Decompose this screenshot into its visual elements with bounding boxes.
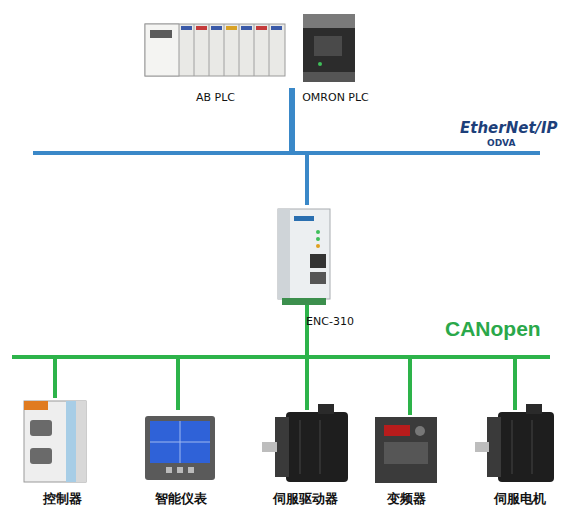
db9-port <box>30 420 52 436</box>
bus-connector <box>307 305 410 415</box>
motor-rib <box>532 420 533 474</box>
device-label: 变频器 <box>387 492 426 506</box>
motor-body <box>286 412 348 482</box>
device-box: 智能仪表 <box>143 410 215 483</box>
motor-connector <box>318 404 334 414</box>
module-divider <box>224 24 225 76</box>
device-box: AB PLC <box>140 15 291 90</box>
motor-shaft <box>475 442 489 452</box>
rj45-port <box>310 254 326 268</box>
gateway-drawing <box>278 209 330 305</box>
device-label: ENC-310 <box>306 315 354 329</box>
status-led <box>316 230 320 234</box>
motor-connector <box>526 404 542 414</box>
module-tag <box>211 26 222 30</box>
controller-header <box>24 401 48 410</box>
brand-plate <box>294 216 314 221</box>
inverter-drawing <box>375 417 437 483</box>
meter-button <box>188 467 194 473</box>
module-tag <box>241 26 252 30</box>
inverter-display <box>384 425 410 436</box>
meter-bezel <box>145 416 215 480</box>
motor-body <box>498 412 554 482</box>
module-tag <box>256 26 267 30</box>
module-divider <box>209 24 210 76</box>
plc-top <box>303 14 355 28</box>
device-label: 智能仪表 <box>155 492 207 506</box>
bus-connector <box>291 88 307 205</box>
meter-screen <box>150 421 210 463</box>
motor-rib <box>512 420 513 474</box>
screen-grid <box>150 442 210 443</box>
device-label: 伺服电机 <box>494 492 546 506</box>
controller-body <box>24 401 86 482</box>
device-label: 伺服驱动器 <box>273 492 338 506</box>
status-led <box>316 244 320 248</box>
omron-plc-drawing <box>303 14 355 82</box>
motor-flange <box>275 417 289 477</box>
plc-panel <box>314 36 342 56</box>
device-label: AB PLC <box>196 91 235 105</box>
status-led <box>318 62 322 66</box>
status-led <box>316 237 320 241</box>
bus-connector <box>55 305 307 398</box>
module-tag <box>196 26 207 30</box>
ethernet-bus <box>33 151 540 155</box>
module-divider <box>194 24 195 76</box>
bus-connector <box>178 305 307 410</box>
db9-port <box>30 448 52 464</box>
logo-text: ODVA <box>487 139 515 148</box>
module-display <box>150 30 172 38</box>
ab-plc-drawing <box>145 24 285 76</box>
module-tag <box>181 26 192 30</box>
module-divider <box>269 24 270 76</box>
motor-rib <box>300 420 301 474</box>
plc-body <box>303 14 355 82</box>
plc-base <box>303 72 355 82</box>
device-label: 控制器 <box>43 492 82 506</box>
device-box: 控制器 <box>22 398 88 483</box>
module-tag <box>271 26 282 30</box>
can-port <box>310 272 326 284</box>
device-label: OMRON PLC <box>302 91 369 105</box>
controller-drawing <box>24 401 86 482</box>
meter-button <box>166 467 172 473</box>
gateway-body <box>278 209 330 299</box>
device-box: 伺服驱动器 <box>262 410 352 485</box>
io-strip <box>66 401 76 482</box>
servo-motor-drawing <box>475 404 554 482</box>
motor-shaft <box>262 442 277 452</box>
module-tag <box>226 26 237 30</box>
inverter-body <box>375 417 437 483</box>
motor-flange <box>487 417 501 477</box>
servo-drive-drawing <box>262 404 348 482</box>
inverter-knob <box>415 426 425 436</box>
inverter-keypad <box>384 442 428 464</box>
bus-connector <box>293 88 307 205</box>
din-clip <box>282 298 326 305</box>
logo-text: CANopen <box>445 318 541 339</box>
meter-button <box>177 467 183 473</box>
plc-rack <box>145 24 285 76</box>
motor-rib <box>320 420 321 474</box>
module-divider <box>239 24 240 76</box>
power-module <box>145 24 179 76</box>
meter-drawing <box>145 416 215 480</box>
logo-text: EtherNet/IP <box>460 121 558 136</box>
device-box: OMRON PLC <box>293 12 378 90</box>
device-box: 伺服电机 <box>472 410 558 485</box>
module-divider <box>254 24 255 76</box>
device-box: 变频器 <box>372 415 440 485</box>
device-box: ENC-310 <box>275 205 335 305</box>
gateway-side <box>278 209 290 299</box>
terminal-strip <box>76 401 86 482</box>
